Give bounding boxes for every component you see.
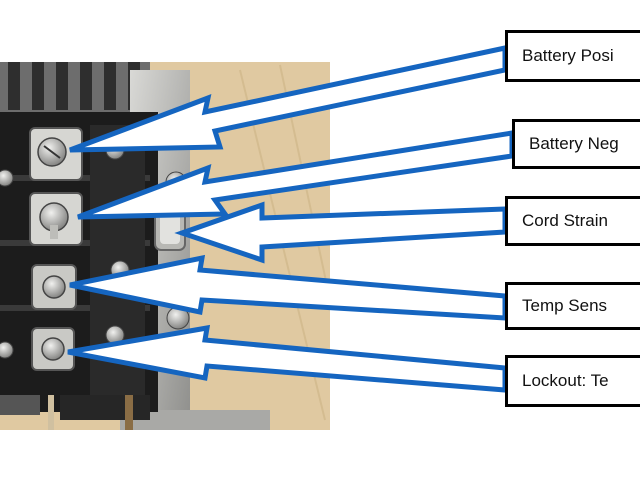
terminal-negative <box>30 193 82 245</box>
screw-icon <box>43 276 65 298</box>
label-cord-strain-text: Cord Strain <box>508 211 608 231</box>
label-battery-negative-text: Battery Neg <box>515 134 619 154</box>
label-lockout-text: Lockout: Te <box>508 371 609 391</box>
label-battery-positive-text: Battery Posi <box>508 46 614 66</box>
screw-icon <box>42 338 64 360</box>
label-temp-sensor-text: Temp Sens <box>508 296 607 316</box>
label-battery-negative: Battery Neg <box>512 119 640 169</box>
terminal-lockout <box>32 328 74 370</box>
terminal-temp-sensor <box>32 265 76 309</box>
label-cord-strain: Cord Strain <box>505 196 640 246</box>
terminal-positive <box>30 128 82 180</box>
label-battery-positive: Battery Posi <box>505 30 640 82</box>
label-temp-sensor: Temp Sens <box>505 282 640 330</box>
label-lockout: Lockout: Te <box>505 355 640 407</box>
heat-sink <box>0 62 150 117</box>
